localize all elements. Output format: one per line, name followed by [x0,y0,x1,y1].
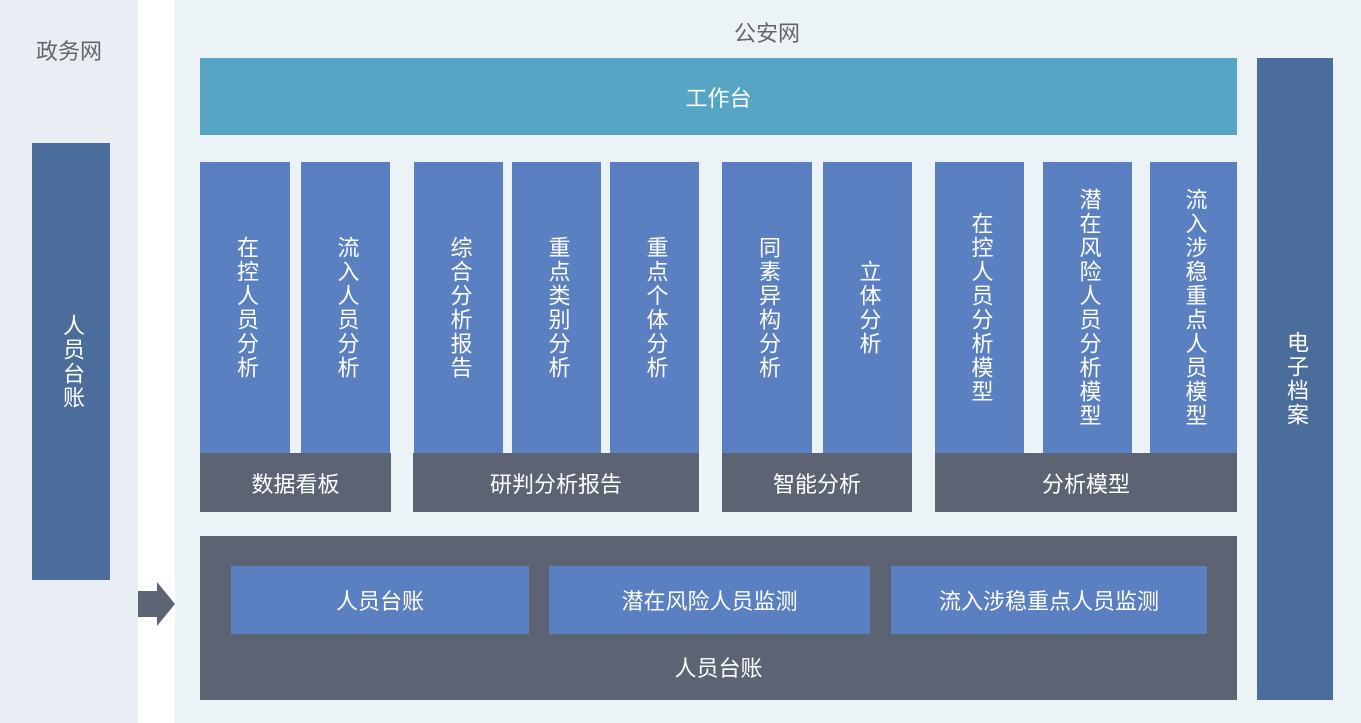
module-label: 立体分析 [855,259,881,356]
module-column: 在控人员分析 [200,162,290,453]
workbench-bar: 工作台 [200,58,1237,135]
electronic-file-label: 电子档案 [1283,331,1308,427]
module-label: 在控人员分析 [233,235,258,380]
risk-monitoring-item: 潜在风险人员监测 [549,566,870,634]
module-column: 综合分析报告 [414,162,503,453]
group-smart-analysis: 智能分析 [722,453,912,512]
public-security-network-title: 公安网 [733,22,800,47]
left-ledger-label: 人员台账 [59,313,84,410]
group-analysis-report: 研判分析报告 [413,453,699,512]
module-label: 潜在风险人员分析模型 [1075,187,1101,428]
module-column: 重点个体分析 [610,162,699,453]
module-column: 立体分析 [823,162,912,453]
arrow-right-icon [138,582,175,626]
module-label: 重点个体分析 [642,235,668,380]
electronic-file-box: 电子档案 [1257,58,1333,700]
left-ledger-box: 人员台账 [32,143,110,580]
module-label: 流入人员分析 [333,235,359,380]
module-column: 重点类别分析 [512,162,601,453]
government-network-title: 政务网 [35,40,102,65]
module-column: 流入人员分析 [301,162,390,453]
module-label: 流入涉稳重点人员模型 [1181,187,1207,428]
module-label: 综合分析报告 [446,235,472,380]
inflow-monitoring-item: 流入涉稳重点人员监测 [891,566,1207,634]
module-label: 重点类别分析 [544,235,570,380]
ledger-item: 人员台账 [231,566,529,634]
module-label: 同素异构分析 [755,235,780,380]
module-column: 同素异构分析 [722,162,812,453]
module-column: 潜在风险人员分析模型 [1043,162,1132,453]
module-column: 在控人员分析模型 [935,162,1024,453]
group-data-dashboard: 数据看板 [200,453,391,512]
module-label: 在控人员分析模型 [967,211,993,404]
personnel-ledger-label: 人员台账 [674,657,763,682]
module-column: 流入涉稳重点人员模型 [1150,162,1237,453]
group-analysis-model: 分析模型 [935,453,1237,512]
